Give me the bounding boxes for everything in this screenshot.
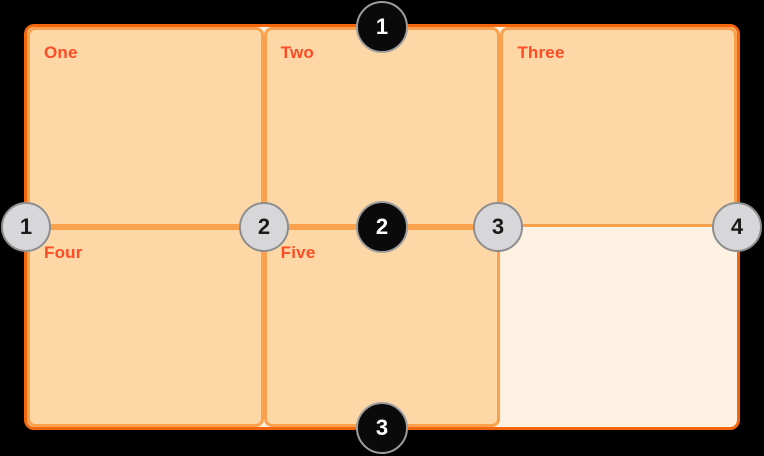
row-line-marker-3: 3: [356, 402, 408, 454]
marker-number: 1: [19, 214, 33, 239]
marker-number: 3: [491, 214, 505, 239]
cell-label: One: [44, 43, 78, 62]
grid-cell-one: One: [27, 27, 264, 227]
row-line-marker-1: 1: [356, 1, 408, 53]
cell-label: Two: [280, 43, 314, 62]
grid-cell-two: Two: [263, 27, 501, 227]
grid-cell-three: Three: [500, 27, 737, 227]
column-line-marker-2: 2: [239, 202, 289, 252]
cell-label: Four: [44, 243, 83, 262]
column-line-marker-1: 1: [1, 202, 51, 252]
cell-label: Three: [517, 43, 565, 62]
grid-cell-four: Four: [27, 227, 264, 427]
marker-number: 3: [375, 415, 389, 440]
grid-cell-five: Five: [263, 227, 501, 427]
grid-container: One Two Three Four Five: [24, 24, 740, 430]
marker-number: 4: [730, 214, 744, 239]
marker-number: 2: [257, 214, 271, 239]
column-line-marker-3: 3: [473, 202, 523, 252]
cell-label: Five: [280, 243, 316, 262]
row-line-marker-2: 2: [356, 201, 408, 253]
marker-number: 2: [375, 214, 389, 239]
marker-number: 1: [375, 14, 389, 39]
column-line-marker-4: 4: [712, 202, 762, 252]
